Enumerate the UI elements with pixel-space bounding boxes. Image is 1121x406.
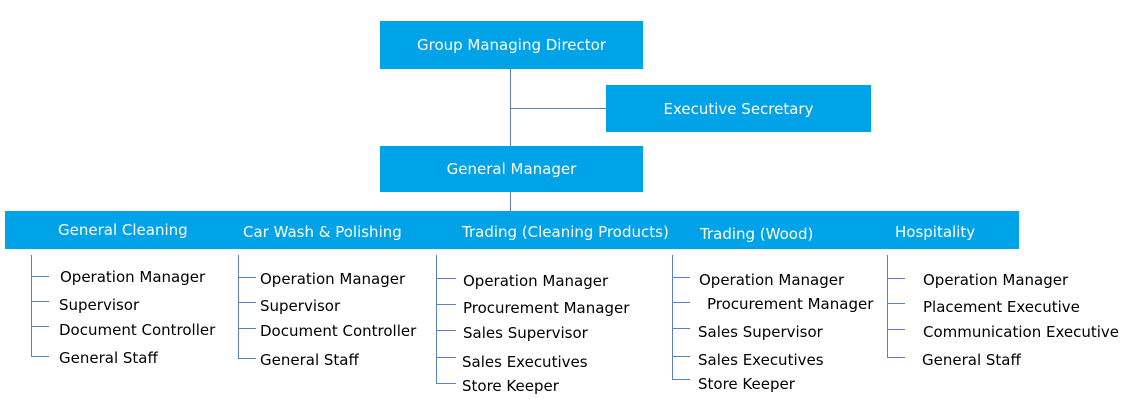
column-3-branch	[436, 357, 456, 358]
role-item: General Staff	[260, 351, 359, 369]
role-item: Operation Manager	[463, 272, 609, 290]
general-manager-label: General Manager	[446, 160, 577, 178]
role-item: Sales Supervisor	[698, 323, 823, 341]
column-4-branch	[672, 328, 690, 329]
role-item: Document Controller	[260, 322, 417, 340]
role-item: Sales Supervisor	[463, 324, 588, 342]
role-item: Supervisor	[260, 297, 341, 315]
role-item: Procurement Manager	[463, 299, 630, 317]
column-5-trunk	[887, 255, 888, 358]
role-item: Operation Manager	[260, 270, 406, 288]
column-1-branch	[31, 326, 49, 327]
column-5-branch	[887, 357, 905, 358]
column-3-branch	[436, 383, 456, 384]
role-item: Sales Executives	[462, 353, 588, 371]
department-car-wash-polishing: Car Wash & Polishing	[243, 223, 402, 241]
column-2-trunk	[238, 255, 239, 359]
department-general-cleaning: General Cleaning	[58, 221, 188, 239]
connector-gm-to-departments	[510, 192, 511, 211]
connector-to-secretary	[510, 108, 606, 109]
role-item: General Staff	[59, 349, 158, 367]
column-2-branch	[238, 302, 256, 303]
group-managing-director-label: Group Managing Director	[416, 36, 606, 54]
column-5-branch	[887, 303, 905, 304]
column-2-branch	[238, 328, 256, 329]
departments-bar	[5, 211, 1019, 249]
column-5-branch	[887, 329, 905, 330]
column-4-trunk	[672, 255, 673, 380]
column-1-branch	[31, 301, 49, 302]
column-3-branch	[436, 278, 456, 279]
column-2-branch	[238, 358, 256, 359]
role-item: Operation Manager	[699, 271, 845, 289]
column-1-trunk	[31, 255, 32, 357]
column-5-branch	[887, 278, 905, 279]
column-3-trunk	[436, 255, 437, 384]
executive-secretary-label: Executive Secretary	[663, 99, 814, 118]
general-manager-box: General Manager	[380, 146, 643, 192]
column-3-branch	[436, 304, 456, 305]
column-4-branch	[672, 379, 690, 380]
column-1-branch	[31, 356, 49, 357]
column-3-branch	[436, 330, 456, 331]
role-item: Supervisor	[59, 296, 140, 314]
role-item: Operation Manager	[923, 271, 1069, 289]
column-2-branch	[238, 277, 256, 278]
column-1-branch	[31, 276, 49, 277]
column-4-branch	[672, 277, 690, 278]
role-item: Procurement Manager	[707, 295, 874, 313]
column-4-branch	[672, 302, 690, 303]
role-item: Sales Executives	[698, 351, 824, 369]
department-trading-wood: Trading (Wood)	[700, 225, 814, 243]
group-managing-director-box: Group Managing Director	[380, 21, 643, 69]
role-item: Operation Manager	[60, 268, 206, 286]
role-item: Store Keeper	[462, 377, 559, 395]
role-item: Store Keeper	[698, 375, 795, 393]
department-hospitality: Hospitality	[895, 223, 976, 241]
role-item: Document Controller	[59, 321, 216, 339]
role-item: Placement Executive	[923, 298, 1080, 316]
executive-secretary-box: Executive Secretary	[606, 85, 871, 132]
department-trading-cleaning-products: Trading (Cleaning Products)	[462, 223, 669, 241]
connector-director-to-gm	[510, 69, 511, 146]
role-item: Communication Executive	[923, 323, 1120, 341]
role-item: General Staff	[922, 351, 1021, 369]
column-4-branch	[672, 356, 690, 357]
